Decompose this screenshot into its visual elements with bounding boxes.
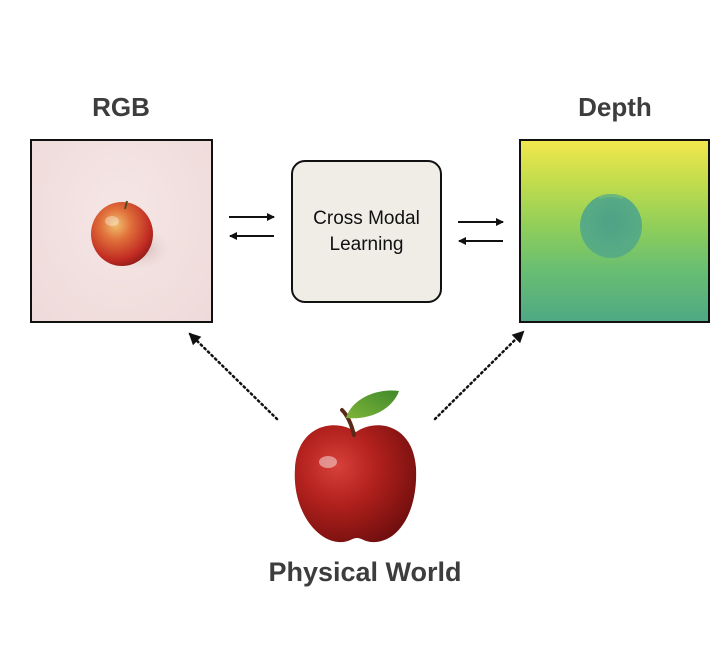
depth-title: Depth [578, 92, 652, 122]
cross-modal-learning-label: Cross Modal Learning [313, 206, 420, 258]
cross-modal-learning-box: Cross Modal Learning [291, 160, 442, 303]
world-apple-leaf [346, 390, 399, 419]
apple-stem [124, 200, 128, 210]
depth-image-panel [519, 139, 710, 323]
cml-line-1: Cross Modal [313, 207, 420, 229]
rgb-apple [91, 202, 153, 266]
depth-apple-image [580, 194, 642, 258]
cml-line-2: Learning [329, 233, 404, 255]
dotted-arrow-world-to-depth [433, 330, 525, 421]
rgb-apple-image [91, 200, 172, 271]
world-apple-stem [340, 408, 356, 437]
world-apple-body [294, 425, 417, 543]
dotted-arrow-world-to-rgb [188, 332, 279, 421]
rgb-title: RGB [92, 92, 150, 122]
physical-world-title: Physical World [268, 557, 462, 587]
rgb-image-panel [30, 139, 213, 323]
physical-world-apple-image [294, 390, 417, 543]
depth-apple-silhouette [580, 194, 642, 258]
